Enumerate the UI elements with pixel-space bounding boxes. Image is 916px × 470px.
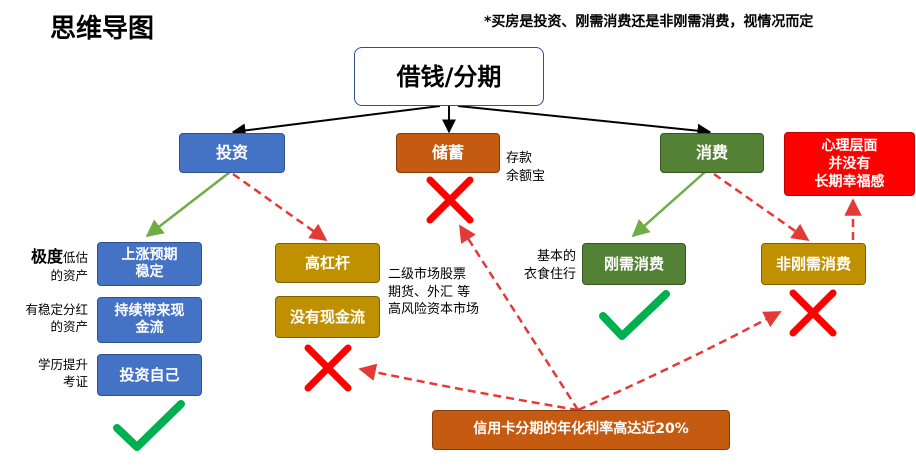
header-note: *买房是投资、刚需消费还是非刚需消费，视情况而定: [484, 14, 814, 30]
psych-node: 心理层面 并没有 长期幸福感: [784, 132, 915, 196]
branch-invest-label: 投资: [215, 143, 248, 162]
arrow-consume-nonrigid: [713, 172, 810, 242]
invest-box-cashflow: 持续带来现 金流: [97, 297, 202, 343]
arrow-credit-nocash: [358, 363, 579, 412]
cross-icon-nonrigid: [789, 289, 837, 337]
check-icon-rigid: [599, 290, 670, 340]
save-note: 存款 余额宝: [506, 151, 546, 184]
invest-box-stable: 上涨预期 稳定: [97, 242, 202, 286]
branch-save: 储蓄: [396, 133, 500, 173]
cross-icon-save: [426, 176, 474, 224]
arrow-invest-stable: [145, 171, 231, 238]
branch-consume-label: 消费: [695, 143, 728, 162]
rigid-note: 基本的 衣食住行: [523, 249, 576, 282]
arrow-root-consume: [457, 105, 712, 138]
arrow-credit-nonrigid: [577, 310, 782, 412]
leverage-note: 二级市场股票 期货、外汇 等 高风险资本市场: [388, 267, 480, 318]
page-title: 思维导图: [50, 14, 155, 44]
arrow-invest-leverage: [232, 172, 328, 242]
nonrigid-node: 非刚需消费: [761, 243, 866, 285]
psych-line2: 并没有: [828, 155, 871, 172]
check-icon-invest: [113, 400, 185, 451]
rigid-node: 刚需消费: [582, 243, 686, 285]
invest-box-self: 投资自己: [97, 354, 202, 396]
invest-label-self: 学历提升 考证: [37, 357, 88, 389]
invest-label-undervalued-bold: 极度: [30, 247, 63, 266]
branch-save-label: 储蓄: [431, 143, 464, 162]
arrow-credit-save: [458, 224, 580, 411]
leverage-node: 高杠杆: [275, 243, 380, 283]
arrow-root-invest: [231, 105, 441, 138]
credit-node: 信用卡分期的年化利率高达近20%: [432, 410, 730, 450]
arrow-consume-rigid: [631, 171, 706, 238]
branch-consume: 消费: [660, 133, 764, 173]
invest-label-undervalued: 极度低估 的资产: [30, 247, 88, 283]
cross-icon-nocash: [304, 344, 352, 392]
root-label: 借钱/分期: [396, 62, 502, 91]
psych-line3: 长期幸福感: [814, 174, 885, 191]
branch-invest: 投资: [179, 133, 285, 173]
root-node: 借钱/分期: [354, 47, 544, 106]
invest-label-dividend: 有稳定分红 的资产: [25, 302, 88, 334]
no-cashflow-node: 没有现金流: [275, 296, 380, 338]
psych-line1: 心理层面: [821, 137, 878, 154]
